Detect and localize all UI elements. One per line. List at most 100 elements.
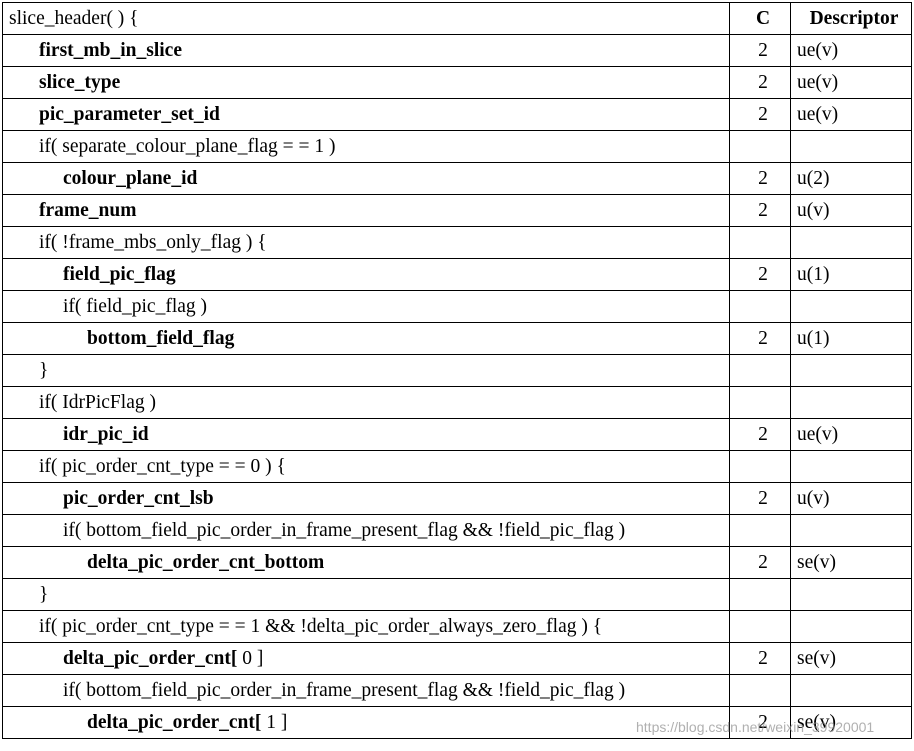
descriptor-cell: se(v) — [790, 706, 912, 739]
syntax-element-cell: first_mb_in_slice — [2, 34, 730, 67]
syntax-element-name: bottom_field_flag — [87, 327, 235, 349]
descriptor-column-header: Descriptor — [790, 2, 912, 35]
descriptor-cell — [790, 130, 912, 163]
syntax-element-name: delta_pic_order_cnt_bottom — [87, 551, 325, 573]
descriptor-cell: u(v) — [790, 194, 912, 227]
array-index: 0 ] — [237, 647, 264, 669]
syntax-code-cell: if( pic_order_cnt_type = = 0 ) { — [2, 450, 730, 483]
descriptor-cell — [790, 354, 912, 387]
syntax-statement: if( field_pic_flag ) — [63, 295, 208, 317]
syntax-element-cell: frame_num — [2, 194, 730, 227]
descriptor-cell — [790, 226, 912, 259]
category-cell: 2 — [729, 642, 791, 675]
category-cell — [729, 674, 791, 707]
category-cell — [729, 290, 791, 323]
category-cell: 2 — [729, 482, 791, 515]
syntax-header-cell: slice_header( ) { — [2, 2, 730, 35]
descriptor-cell: u(1) — [790, 322, 912, 355]
category-cell — [729, 130, 791, 163]
descriptor-cell: u(2) — [790, 162, 912, 195]
syntax-element-cell: slice_type — [2, 66, 730, 99]
syntax-statement: } — [39, 583, 49, 605]
syntax-code-cell: if( IdrPicFlag ) — [2, 386, 730, 419]
table-row: if( field_pic_flag ) — [2, 290, 912, 323]
syntax-statement: if( IdrPicFlag ) — [39, 391, 156, 413]
syntax-statement: if( pic_order_cnt_type = = 1 && !delta_p… — [39, 615, 603, 637]
descriptor-cell — [790, 578, 912, 611]
syntax-statement: if( !frame_mbs_only_flag ) { — [39, 231, 267, 253]
syntax-statement: if( separate_colour_plane_flag = = 1 ) — [39, 135, 336, 157]
table-row: if( !frame_mbs_only_flag ) { — [2, 226, 912, 259]
syntax-element-name: delta_pic_order_cnt[ — [87, 711, 262, 733]
syntax-element-name: slice_type — [39, 71, 121, 93]
syntax-element-name: field_pic_flag — [63, 263, 176, 285]
category-cell — [729, 386, 791, 419]
syntax-element-cell: pic_order_cnt_lsb — [2, 482, 730, 515]
syntax-element-name: pic_parameter_set_id — [39, 103, 220, 125]
category-cell — [729, 610, 791, 643]
syntax-element-cell: delta_pic_order_cnt[ 1 ] — [2, 706, 730, 739]
category-cell — [729, 226, 791, 259]
syntax-element-cell: idr_pic_id — [2, 418, 730, 451]
descriptor-cell: ue(v) — [790, 34, 912, 67]
syntax-code-cell: if( bottom_field_pic_order_in_frame_pres… — [2, 514, 730, 547]
category-cell — [729, 354, 791, 387]
category-cell: 2 — [729, 418, 791, 451]
category-cell: 2 — [729, 322, 791, 355]
descriptor-cell: se(v) — [790, 546, 912, 579]
category-cell: 2 — [729, 66, 791, 99]
syntax-element-cell: bottom_field_flag — [2, 322, 730, 355]
syntax-element-name: idr_pic_id — [63, 423, 149, 445]
syntax-statement: if( bottom_field_pic_order_in_frame_pres… — [63, 679, 626, 701]
syntax-code-cell: if( separate_colour_plane_flag = = 1 ) — [2, 130, 730, 163]
table-row: } — [2, 354, 912, 387]
category-cell: 2 — [729, 34, 791, 67]
syntax-element-name: colour_plane_id — [63, 167, 198, 189]
table-header-row: slice_header( ) { C Descriptor — [2, 2, 912, 35]
category-cell — [729, 450, 791, 483]
descriptor-cell — [790, 674, 912, 707]
syntax-element-cell: delta_pic_order_cnt_bottom — [2, 546, 730, 579]
category-cell: 2 — [729, 706, 791, 739]
category-cell: 2 — [729, 162, 791, 195]
category-cell: 2 — [729, 258, 791, 291]
syntax-statement: if( bottom_field_pic_order_in_frame_pres… — [63, 519, 626, 541]
category-cell — [729, 578, 791, 611]
descriptor-cell: u(v) — [790, 482, 912, 515]
syntax-element-name: first_mb_in_slice — [39, 39, 182, 61]
descriptor-cell — [790, 386, 912, 419]
category-column-header: C — [729, 2, 791, 35]
category-cell: 2 — [729, 194, 791, 227]
category-cell: 2 — [729, 546, 791, 579]
descriptor-cell — [790, 450, 912, 483]
category-cell — [729, 514, 791, 547]
table-row: if( bottom_field_pic_order_in_frame_pres… — [2, 674, 912, 707]
table-row: } — [2, 578, 912, 611]
table-row: if( bottom_field_pic_order_in_frame_pres… — [2, 514, 912, 547]
descriptor-cell — [790, 290, 912, 323]
descriptor-cell: ue(v) — [790, 66, 912, 99]
descriptor-cell: u(1) — [790, 258, 912, 291]
syntax-element-name: delta_pic_order_cnt[ — [63, 647, 238, 669]
descriptor-cell: ue(v) — [790, 418, 912, 451]
syntax-statement: if( pic_order_cnt_type = = 0 ) { — [39, 455, 286, 477]
descriptor-cell: se(v) — [790, 642, 912, 675]
syntax-code-cell: if( pic_order_cnt_type = = 1 && !delta_p… — [2, 610, 730, 643]
slice-header-syntax-table: slice_header( ) { C Descriptor first_mb_… — [2, 2, 912, 739]
table-row: if( separate_colour_plane_flag = = 1 ) — [2, 130, 912, 163]
syntax-element-cell: field_pic_flag — [2, 258, 730, 291]
table-row: if( IdrPicFlag ) — [2, 386, 912, 419]
category-cell: 2 — [729, 98, 791, 131]
descriptor-cell — [790, 610, 912, 643]
